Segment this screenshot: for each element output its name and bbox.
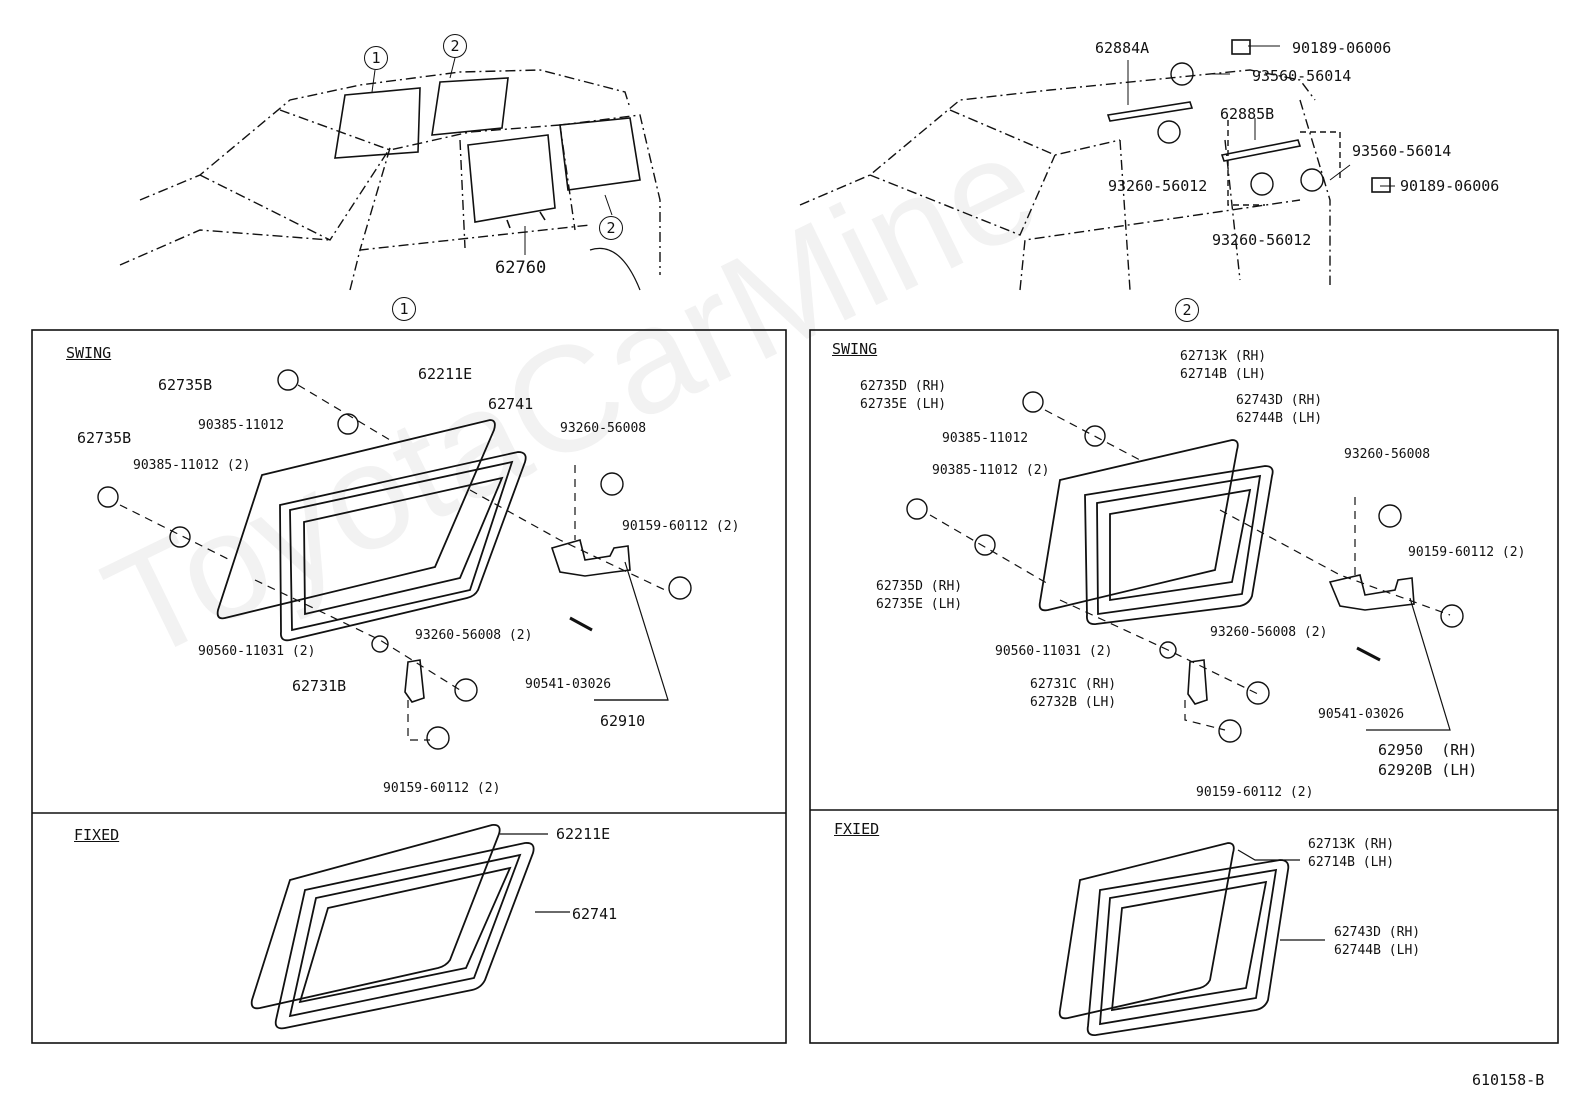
left-vehicle-outline <box>119 69 661 291</box>
part-label: 93260-56012 <box>1212 231 1312 249</box>
part-label: 62885B <box>1220 105 1275 123</box>
right-vehicle-rails <box>1106 101 1302 162</box>
part-label: 62741 <box>572 905 618 923</box>
part-label: 90159-60112 (2) <box>1408 545 1526 560</box>
part-label: 90541-03026 <box>1318 707 1405 722</box>
part-label: 93260-56008 <box>1344 447 1431 462</box>
part-label: 93560-56014 <box>1252 67 1352 85</box>
right-panel-frame <box>809 329 1559 1044</box>
section-title-swing-left: SWING <box>66 344 112 362</box>
right-fixed-window <box>1058 842 1290 1036</box>
left-vehicle-windows <box>334 77 641 229</box>
part-label: 62950 (RH) <box>1378 741 1478 759</box>
part-label: 90189-06006 <box>1292 39 1392 57</box>
part-label: 62735B <box>158 376 213 394</box>
part-label: 90385-11012 <box>942 431 1029 446</box>
part-label: 62713K (RH) <box>1308 837 1395 852</box>
part-label: 90560-11031 (2) <box>995 644 1113 659</box>
part-label: 62910 <box>600 712 646 730</box>
part-label: 62920B (LH) <box>1378 761 1478 779</box>
part-label: 62735E (LH) <box>876 597 963 612</box>
part-label: 62741 <box>488 395 534 413</box>
right-swing-window <box>1038 439 1274 625</box>
part-label: 62211E <box>418 365 473 383</box>
part-label: 93260-56012 <box>1108 177 1208 195</box>
part-label: 90385-11012 (2) <box>133 458 251 473</box>
part-label: 93260-56008 (2) <box>415 628 533 643</box>
part-label: 90189-06006 <box>1400 177 1500 195</box>
right-bracket <box>1187 659 1208 705</box>
part-label: 90385-11012 (2) <box>932 463 1050 478</box>
left-fixed-window <box>250 824 535 1030</box>
part-label: 62743D (RH) <box>1236 393 1323 408</box>
part-label: 62732B (LH) <box>1030 695 1117 710</box>
part-label: 62744B (LH) <box>1236 411 1323 426</box>
section-title-fixed-right: FXIED <box>834 820 880 838</box>
callout-2-panel: 2 <box>1175 298 1199 322</box>
figure-id: 610158-B <box>1472 1071 1545 1089</box>
callout-1-top: 1 <box>364 46 388 70</box>
part-label: 62714B (LH) <box>1308 855 1395 870</box>
part-label: 62211E <box>556 825 611 843</box>
callout-1-panel: 1 <box>392 297 416 321</box>
part-label: 93260-56008 (2) <box>1210 625 1328 640</box>
left-bracket <box>404 659 425 703</box>
left-swing-window <box>216 419 527 642</box>
part-label: 90159-60112 (2) <box>383 781 501 796</box>
part-label: 62735B <box>77 429 132 447</box>
callout-2-side: 2 <box>599 216 623 240</box>
part-label: 62714B (LH) <box>1180 367 1267 382</box>
part-label: 62731C (RH) <box>1030 677 1117 692</box>
section-title-swing-right: SWING <box>832 340 878 358</box>
part-label: 62735D (RH) <box>876 579 963 594</box>
callout-2-top: 2 <box>443 34 467 58</box>
part-label: 90385-11012 <box>198 418 285 433</box>
part-label: 62744B (LH) <box>1334 943 1421 958</box>
part-label: 93560-56014 <box>1352 142 1452 160</box>
right-hinge <box>1328 574 1415 611</box>
part-62760: 62760 <box>495 258 547 278</box>
part-label: 90159-60112 (2) <box>622 519 740 534</box>
part-label: 62731B <box>292 677 347 695</box>
left-panel-frame <box>31 329 787 1044</box>
part-label: 62735E (LH) <box>860 397 947 412</box>
part-label: 62743D (RH) <box>1334 925 1421 940</box>
part-label: 90541-03026 <box>525 677 612 692</box>
part-label: 62713K (RH) <box>1180 349 1267 364</box>
part-label: 90159-60112 (2) <box>1196 785 1314 800</box>
left-hinge <box>550 539 631 577</box>
right-vehicle-outline <box>799 69 1331 291</box>
part-label: 62884A <box>1095 39 1150 57</box>
part-label: 90560-11031 (2) <box>198 644 316 659</box>
part-label: 62735D (RH) <box>860 379 947 394</box>
part-label: 93260-56008 <box>560 421 647 436</box>
section-title-fixed-left: FIXED <box>74 826 120 844</box>
